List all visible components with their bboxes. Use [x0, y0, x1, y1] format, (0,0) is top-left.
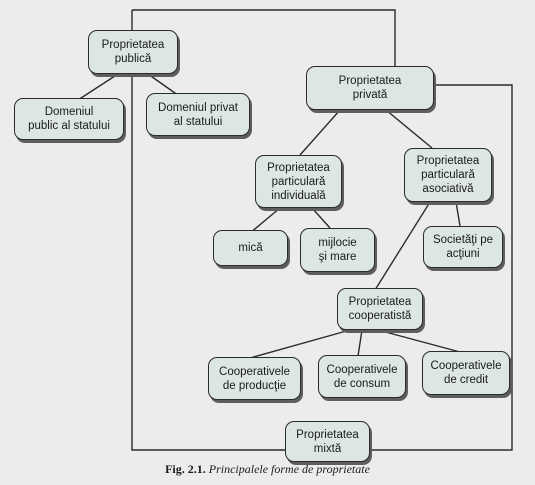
- figure-caption: Fig. 2.1. Principalele forme de propriet…: [0, 462, 535, 477]
- figure-caption-text: Principalele forme de proprietate: [208, 462, 370, 476]
- private-sector-frame: [370, 84, 513, 451]
- figure-caption-label: Fig. 2.1.: [165, 462, 206, 476]
- edge-cooperatista-consum: [357, 329, 363, 357]
- edge-privata-asociativa: [385, 109, 433, 149]
- edge-individuala-mijlocie: [311, 207, 331, 229]
- node-domeniul-public: Domeniul public al statului: [14, 98, 124, 140]
- edge-individuala-mica: [249, 207, 281, 234]
- edge-cooperatista-credit: [377, 329, 461, 353]
- node-coop-credit: Cooperativele de credit: [422, 351, 510, 395]
- edge-asociativa-cooperatista: [374, 201, 431, 291]
- node-mijlocie-mare: mijlocie şi mare: [300, 228, 375, 272]
- node-proprietatea-privata: Proprietatea privată: [306, 66, 434, 110]
- public-sector-frame-top: [132, 9, 396, 68]
- node-coop-consum: Cooperativele de consum: [318, 355, 406, 398]
- node-proprietatea-publica: Proprietatea publică: [88, 30, 178, 74]
- edge-asociativa-societati: [455, 201, 461, 227]
- edge-privata-individuala: [299, 109, 341, 156]
- node-domeniul-privat: Domeniul privat al statului: [146, 93, 250, 136]
- node-particulara-individuala: Proprietatea particulară individuală: [255, 155, 342, 208]
- node-coop-productie: Cooperativele de producţie: [208, 357, 301, 400]
- node-particulara-asociativa: Proprietatea particulară asociativă: [404, 148, 492, 202]
- node-societati-pe-actiuni: Societăţi pe acţiuni: [423, 226, 503, 268]
- node-proprietatea-cooperatista: Proprietatea cooperatistă: [337, 288, 423, 330]
- edge-publica-domeniul-public: [77, 73, 119, 101]
- node-mica: mică: [213, 230, 288, 266]
- node-proprietatea-mixta: Proprietatea mixtă: [285, 421, 370, 462]
- edge-cooperatista-productie: [249, 329, 351, 359]
- public-sector-frame: [131, 42, 285, 451]
